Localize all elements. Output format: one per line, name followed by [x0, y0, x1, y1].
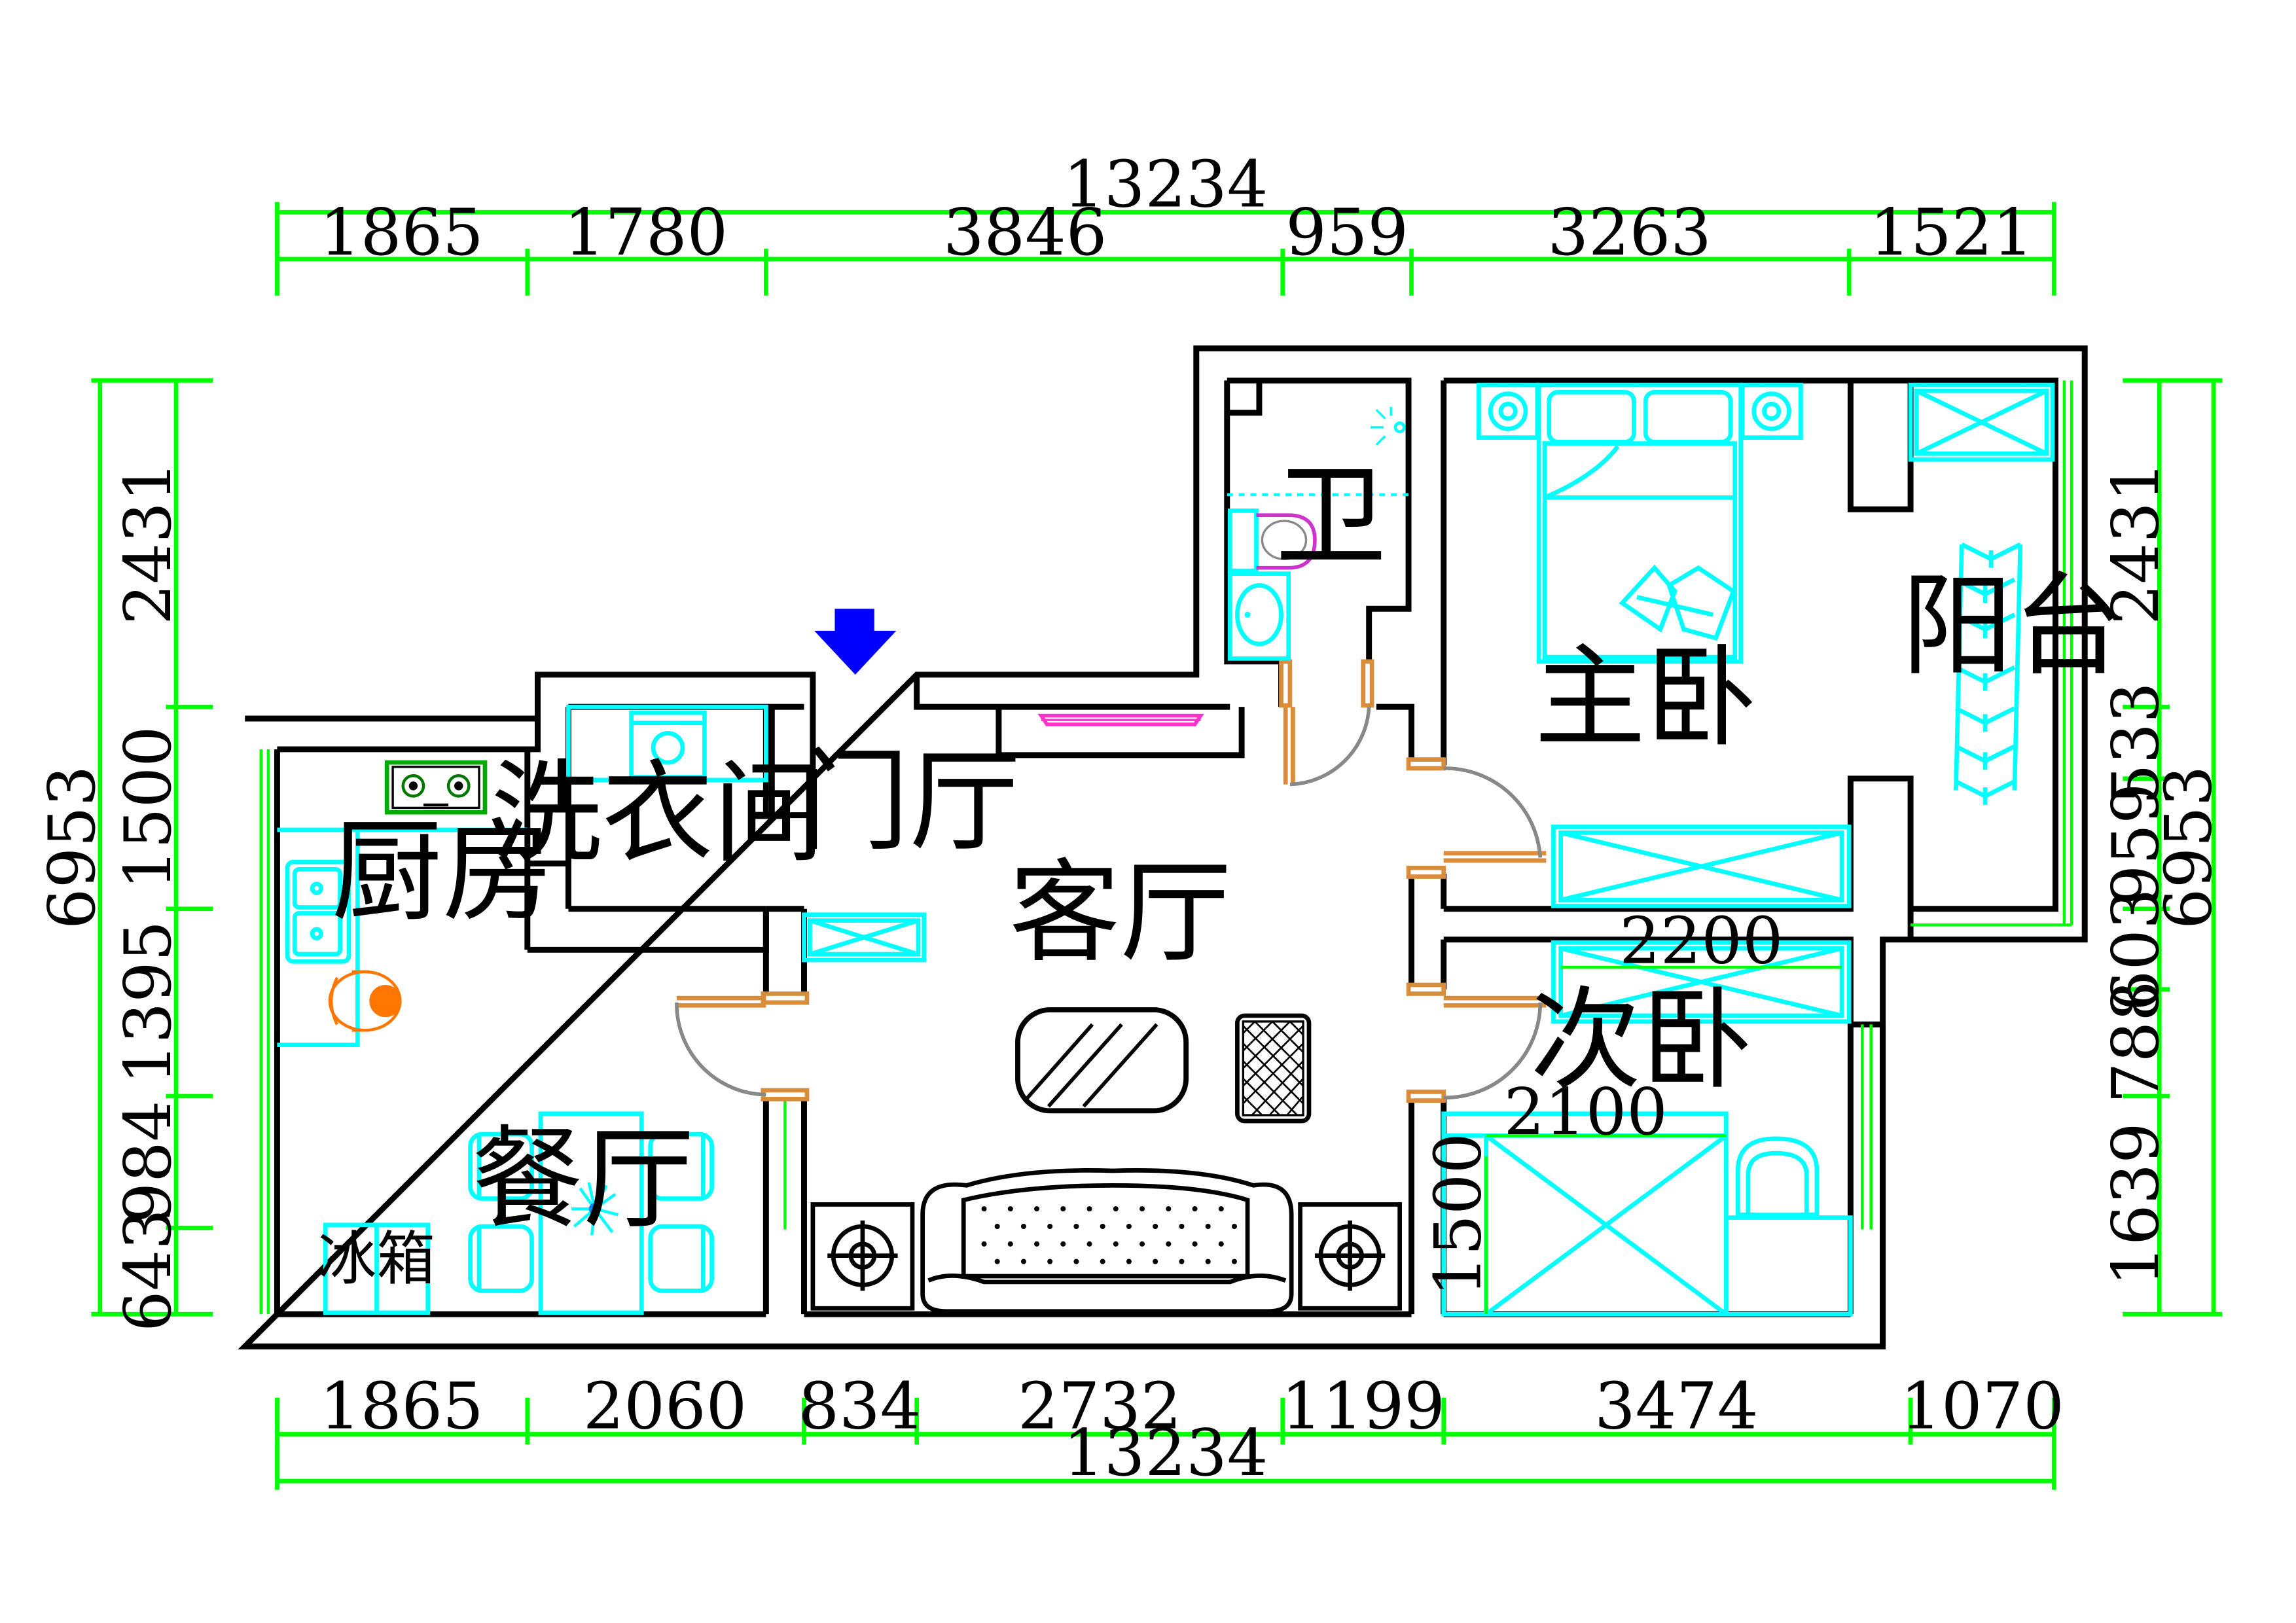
shower-icon	[1370, 406, 1406, 446]
ottoman	[1235, 1013, 1312, 1124]
label-living-room: 客厅	[1009, 849, 1232, 978]
dim-top-5: 3263	[1548, 196, 1712, 270]
side-table-left	[810, 1202, 915, 1311]
label-balcony: 阳台	[1902, 562, 2125, 691]
dim-right-total: 6953	[2152, 766, 2227, 929]
dim-top-1: 1865	[319, 196, 483, 270]
dim-top-6: 1521	[1870, 196, 2034, 270]
dimension-labels: 13234 1865 1780 3846 959 3263 1521 1865 …	[35, 147, 2227, 1491]
shoe-cabinet	[802, 912, 927, 963]
label-entrance: 门厅	[798, 738, 1021, 867]
washing-machine-icon	[566, 704, 768, 783]
dimension-lines	[91, 202, 2223, 1490]
label-kitchen: 厨房	[331, 808, 554, 937]
dim-left-3: 1395	[111, 921, 186, 1084]
master-wardrobe	[1551, 825, 1852, 908]
side-table-right	[1298, 1202, 1402, 1311]
label-dining-room: 餐厅	[472, 1115, 694, 1245]
dim-bottom-4: 2732	[1018, 1370, 1181, 1444]
label-bed-width: 2100	[1503, 1075, 1667, 1150]
dim-left-total: 6953	[35, 766, 110, 929]
label-second-bedroom: 次卧	[1530, 976, 1753, 1105]
double-bed	[1477, 382, 1803, 664]
dim-bottom-1: 1865	[319, 1370, 483, 1444]
toilet-icon	[1227, 508, 1317, 573]
desk	[1723, 1136, 1853, 1317]
tv-unit	[1037, 713, 1204, 726]
second-wardrobe	[1551, 940, 1852, 1024]
label-bed-length: 1500	[1422, 1133, 1496, 1296]
label-bathroom: 卫	[1276, 452, 1387, 582]
single-bed	[1441, 1111, 1729, 1317]
dim-bottom-3: 834	[798, 1370, 922, 1444]
clothes-hangers	[1954, 542, 2023, 805]
walls	[238, 345, 2088, 1349]
doors	[675, 659, 1547, 1103]
dim-left-1: 2431	[111, 461, 186, 624]
dim-top-2: 1780	[564, 196, 728, 270]
plant-icon	[571, 1182, 619, 1236]
sink-icon	[285, 859, 351, 964]
label-master-bedroom: 主卧	[1534, 633, 1757, 763]
dim-left-2: 1500	[111, 726, 186, 889]
dining-set	[468, 1111, 714, 1315]
washbasin-icon	[1227, 571, 1291, 661]
label-fridge: 冰箱	[318, 1225, 435, 1293]
stove-icon	[384, 760, 488, 815]
dim-right-6: 1639	[2099, 1122, 2174, 1286]
fridge	[323, 1222, 431, 1315]
windows	[259, 380, 2073, 1315]
dim-bottom-total: 13234	[1063, 1416, 1268, 1491]
dim-right-3: 959	[2099, 783, 2174, 906]
dim-left-5: 643	[111, 1209, 186, 1332]
dim-left-4: 984	[111, 1101, 186, 1224]
label-wardrobe-width: 2200	[1619, 904, 1783, 978]
dim-top-total: 13234	[1063, 147, 1268, 222]
dim-top-3: 3846	[943, 196, 1107, 270]
dim-right-2: 533	[2099, 682, 2174, 805]
dim-right-1: 2431	[2099, 461, 2174, 624]
kitchen-counter	[277, 760, 528, 1048]
dim-bottom-6: 3474	[1594, 1370, 1758, 1444]
sofa	[920, 1168, 1294, 1314]
dim-right-4: 603	[2099, 888, 2174, 1011]
coffee-table	[1015, 1007, 1189, 1114]
person-icon	[328, 970, 402, 1032]
dim-bottom-5: 1199	[1282, 1370, 1445, 1444]
dim-bottom-7: 1070	[1900, 1370, 2064, 1444]
entry-arrow-icon	[814, 609, 897, 675]
room-labels: 卫 主卧 阳台 洗衣间 门厅 厨房 客厅 次卧 餐厅 冰箱 2200 2100 …	[318, 452, 2125, 1297]
bathroom-fixtures	[1227, 406, 1409, 661]
dim-bottom-2: 2060	[583, 1370, 747, 1444]
dim-top-4: 959	[1285, 196, 1408, 270]
balcony-cabinet	[1908, 382, 2055, 462]
label-laundry: 洗衣间	[491, 749, 825, 878]
dim-right-5: 788	[2099, 980, 2174, 1103]
